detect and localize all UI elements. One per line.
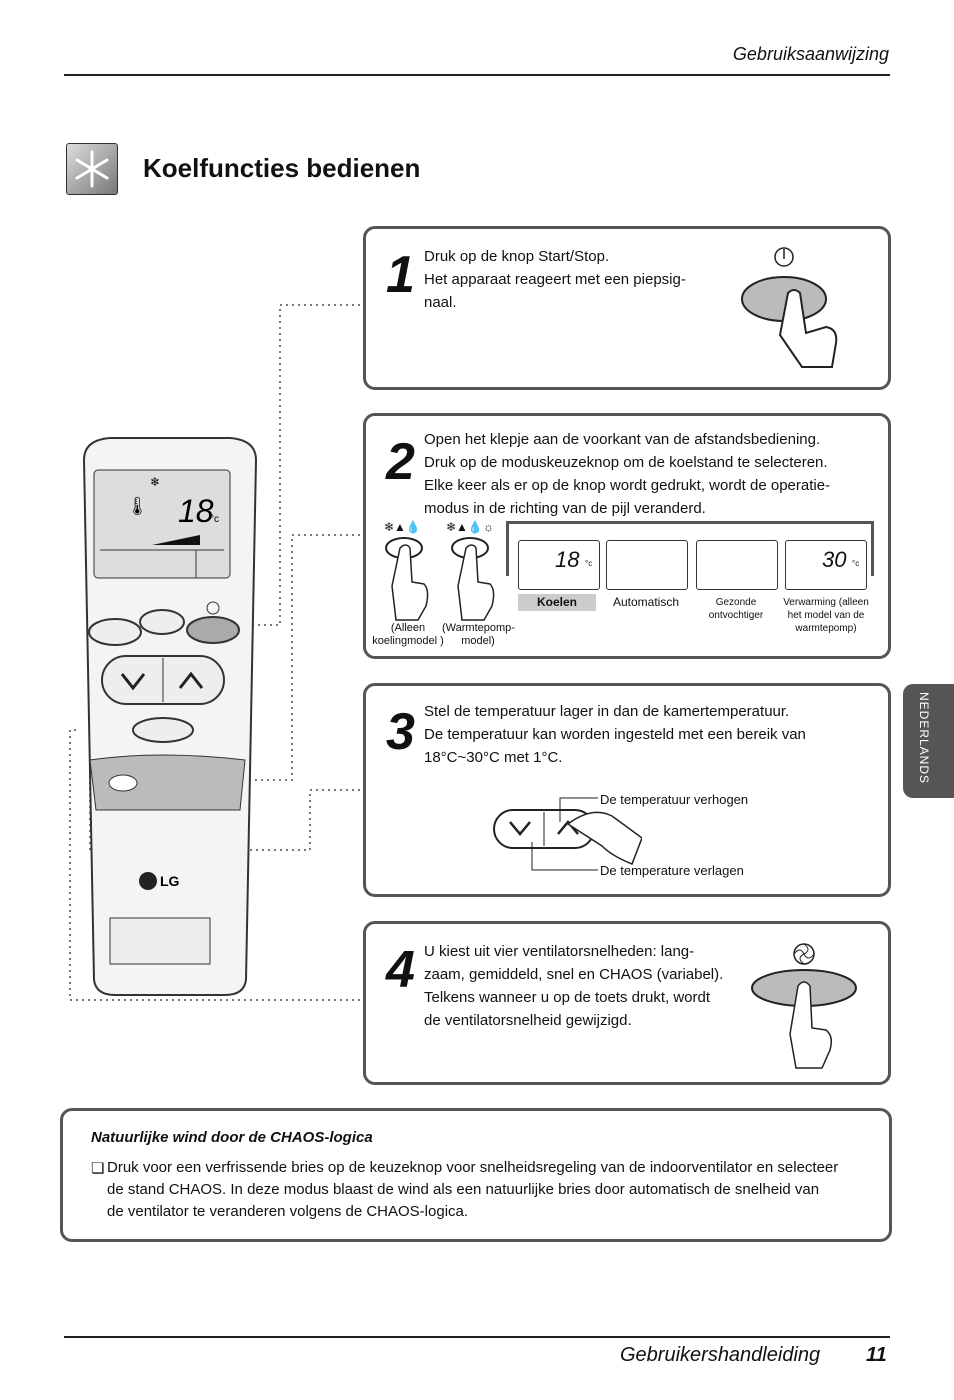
- chaos-note-box: Natuurlijke wind door de CHAOS-logica ❏ …: [60, 1108, 892, 1242]
- step-text: U kiest uit vier ventilatorsnelheden: la…: [424, 943, 724, 1029]
- cool-only-label: (Alleen koelingmodel ): [372, 622, 444, 647]
- temp-down-label: De temperature verlagen: [600, 863, 744, 878]
- remote-display-temp: 18: [178, 493, 214, 529]
- step-4-box: 4 U kiest uit vier ventilatorsnelheden: …: [363, 921, 891, 1085]
- lcd-koelen: 18 °c: [518, 540, 600, 590]
- mode-automatisch: Automatisch: [612, 595, 680, 609]
- language-tab: NEDERLANDS: [903, 684, 954, 798]
- step-number: 4: [386, 941, 415, 999]
- lcd-ontvochtiger: [696, 540, 778, 590]
- mode-icons-cool: ❄▲💧: [384, 520, 421, 534]
- start-stop-press-illustration: [741, 247, 838, 368]
- step-1-box: 1 Druk op de knop Start/Stop.Het apparaa…: [363, 226, 891, 390]
- note-text: Druk voor een verfrissende bries op de k…: [107, 1159, 839, 1220]
- remote-brand: LG: [160, 873, 180, 889]
- mode-cycle-bracket: [506, 521, 874, 576]
- step-text: Stel de temperatuur lager in dan de kame…: [424, 703, 806, 766]
- fan-press-illustration: [751, 943, 857, 1069]
- step-2-box: 2 Open het klepje aan de voorkant van de…: [363, 413, 891, 659]
- snowflake-icon: [66, 143, 118, 195]
- header-rule: [64, 74, 890, 76]
- mode-icons-heat: ❄▲💧☼: [446, 520, 494, 534]
- temp-buttons-illustration: [493, 797, 642, 871]
- heat-pump-label: (Warmtepomp- model): [442, 622, 515, 647]
- svg-text:❄: ❄: [150, 475, 160, 489]
- mode-verwarming: Verwarming (alleen het model van de warm…: [783, 597, 869, 634]
- lcd-automatisch: [606, 540, 688, 590]
- step-number: 2: [386, 433, 415, 491]
- footer-rule: [64, 1336, 890, 1338]
- mode-ontvochtiger: Gezonde ontvochtiger: [708, 597, 764, 621]
- step-number: 3: [386, 703, 415, 761]
- section-title: Koelfuncties bedienen: [143, 153, 421, 183]
- step-3-box: 3 Stel de temperatuur lager in dan de ka…: [363, 683, 891, 897]
- svg-text:🌡: 🌡: [126, 496, 149, 517]
- footer-label: Gebruikershandleiding: [620, 1344, 821, 1366]
- temp-up-label: De temperatuur verhogen: [600, 792, 749, 807]
- mode-button-hands: [385, 537, 495, 621]
- step-text: Open het klepje aan de voorkant van de a…: [424, 431, 831, 517]
- note-bullet-icon: ❏: [91, 1160, 105, 1177]
- step-text: Druk op de knop Start/Stop.Het apparaat …: [424, 248, 686, 311]
- page-number: 11: [866, 1344, 887, 1366]
- note-title: Natuurlijke wind door de CHAOS-logica: [91, 1129, 373, 1146]
- running-title: Gebruiksaanwijzing: [732, 44, 889, 64]
- remote-illustration: ❄ 🌡 18 °c LG: [69, 304, 360, 1001]
- svg-text:°c: °c: [210, 514, 219, 525]
- step-number: 1: [386, 246, 415, 304]
- mode-koelen: Koelen: [518, 594, 596, 611]
- lcd-verwarming: 30 °c: [785, 540, 867, 590]
